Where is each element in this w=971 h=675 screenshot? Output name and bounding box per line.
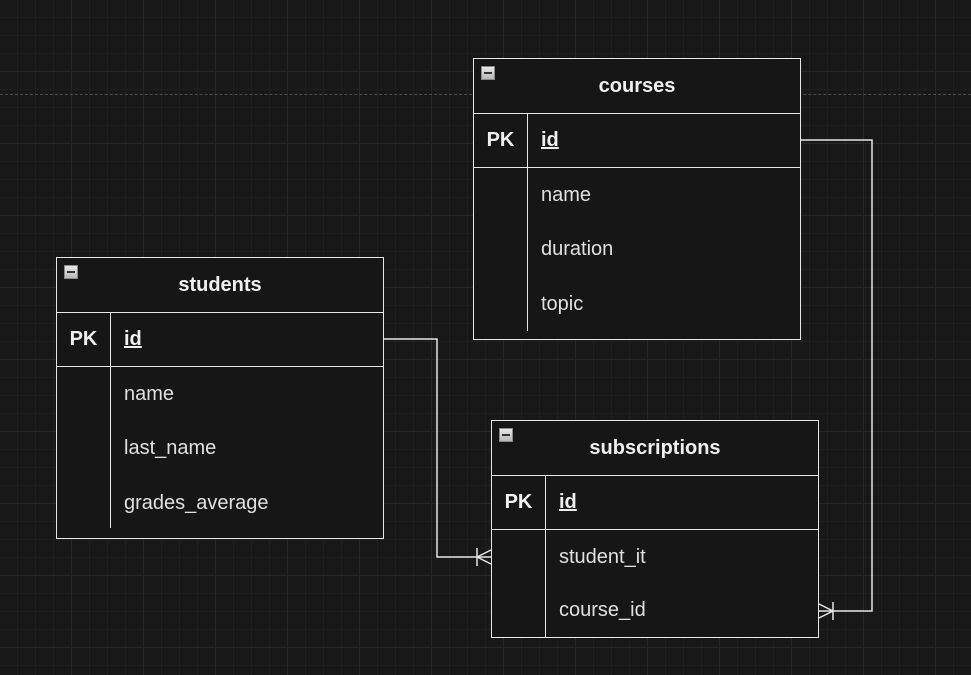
field-row[interactable]: name bbox=[124, 382, 175, 405]
field-row[interactable]: last_name bbox=[124, 436, 217, 459]
entity-header[interactable]: students bbox=[57, 258, 383, 313]
pk-field[interactable]: id bbox=[559, 490, 577, 513]
entity-subscriptions[interactable]: subscriptions PK id student_it course_id bbox=[491, 420, 819, 638]
entity-title: students bbox=[178, 273, 262, 296]
relationship-students-subscriptions[interactable] bbox=[384, 338, 492, 558]
crows-foot-icon-student bbox=[476, 548, 492, 566]
entity-courses[interactable]: courses PK id name duration topic bbox=[473, 58, 801, 340]
key-column-divider bbox=[527, 113, 528, 331]
primary-key-row[interactable]: PK id bbox=[474, 113, 800, 168]
field-row[interactable]: grades_average bbox=[124, 491, 269, 514]
field-row[interactable]: name bbox=[541, 183, 592, 206]
collapse-icon[interactable] bbox=[64, 265, 78, 279]
entity-title: courses bbox=[598, 74, 676, 97]
entity-students[interactable]: students PK id name last_name grades_ave… bbox=[56, 257, 384, 539]
collapse-icon[interactable] bbox=[481, 66, 495, 80]
pk-field[interactable]: id bbox=[124, 327, 142, 350]
primary-key-row[interactable]: PK id bbox=[57, 312, 383, 367]
entity-title: subscriptions bbox=[589, 436, 721, 459]
crows-foot-icon-course bbox=[818, 602, 834, 620]
pk-label: PK bbox=[486, 128, 515, 151]
field-row[interactable]: course_id bbox=[559, 598, 646, 621]
entity-header[interactable]: subscriptions bbox=[492, 421, 818, 476]
field-row[interactable]: topic bbox=[541, 292, 584, 315]
pk-field[interactable]: id bbox=[541, 128, 559, 151]
field-row[interactable]: student_it bbox=[559, 545, 646, 568]
entity-header[interactable]: courses bbox=[474, 59, 800, 114]
pk-label: PK bbox=[504, 490, 533, 513]
relationship-courses-subscriptions[interactable] bbox=[800, 139, 873, 612]
collapse-icon[interactable] bbox=[499, 428, 513, 442]
primary-key-row[interactable]: PK id bbox=[492, 475, 818, 530]
key-column-divider bbox=[545, 475, 546, 637]
field-row[interactable]: duration bbox=[541, 237, 614, 260]
pk-label: PK bbox=[69, 327, 98, 350]
key-column-divider bbox=[110, 312, 111, 528]
